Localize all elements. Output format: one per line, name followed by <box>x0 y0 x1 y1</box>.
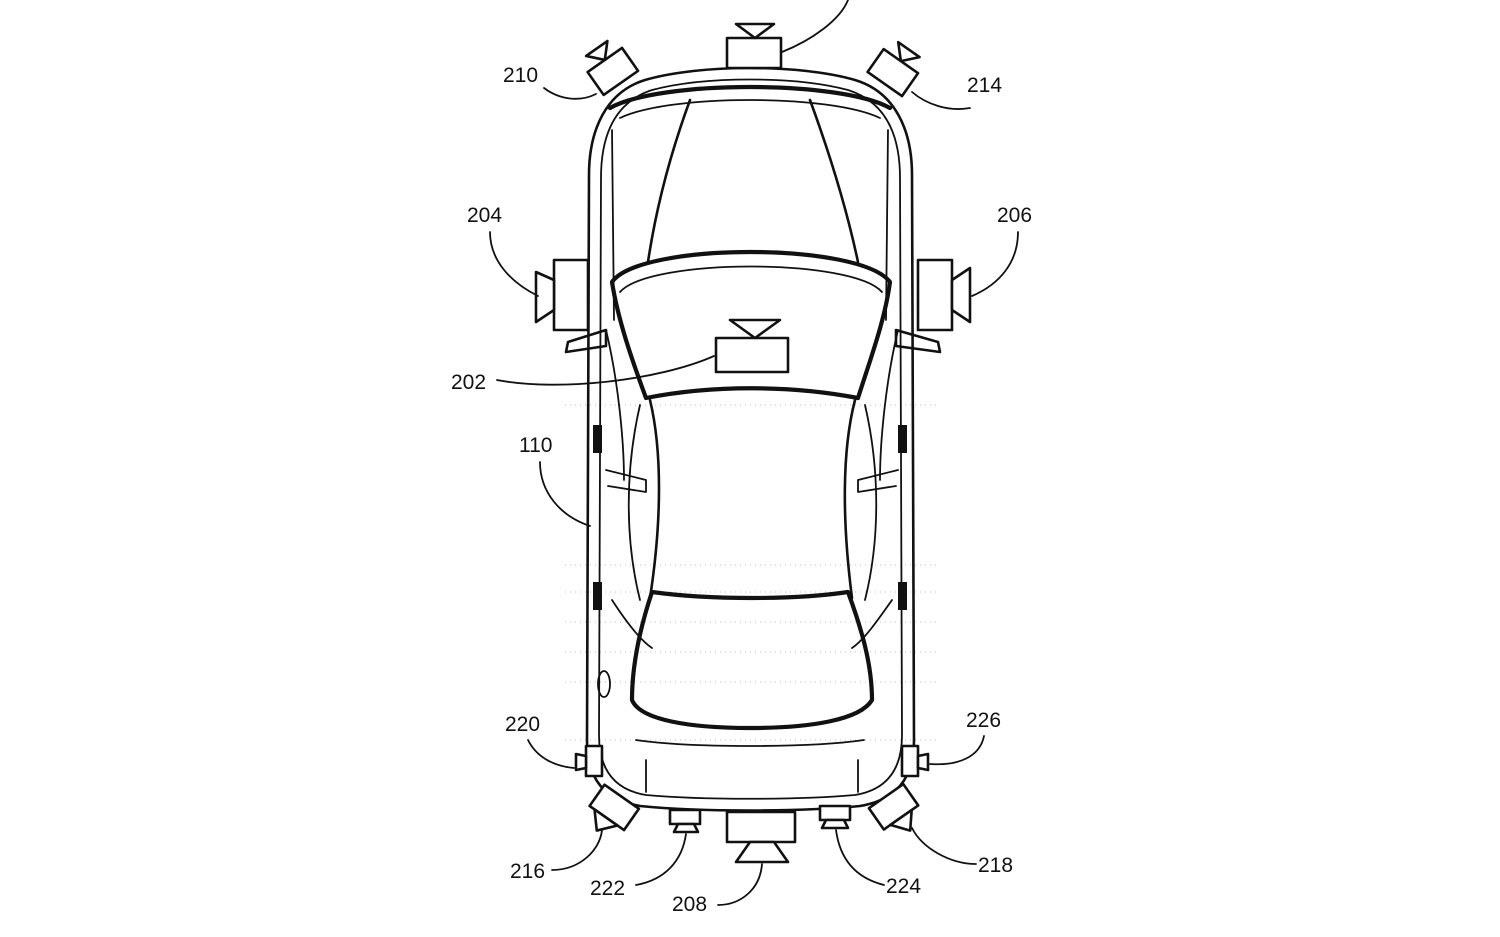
label-208: 208 <box>672 893 707 916</box>
label-110: 110 <box>519 434 552 457</box>
label-206: 206 <box>997 204 1032 227</box>
camera-front-left <box>584 39 640 97</box>
label-222: 222 <box>590 877 625 900</box>
camera-left-mirror <box>534 258 590 332</box>
scan-dots <box>565 404 940 741</box>
label-220: 220 <box>505 713 540 736</box>
camera-rear-center <box>725 810 797 864</box>
camera-rear-right <box>867 782 920 832</box>
label-226: 226 <box>966 709 1001 732</box>
camera-windshield <box>714 318 790 374</box>
reference-labels: 210 214 204 206 202 110 220 226 216 218 … <box>451 64 1032 916</box>
label-216: 216 <box>510 860 545 883</box>
camera-rear-left-side <box>574 744 604 778</box>
label-204: 204 <box>467 204 502 227</box>
label-224: 224 <box>886 875 921 898</box>
camera-rear-left-small <box>668 808 702 834</box>
label-202: 202 <box>451 371 486 394</box>
camera-rear-left <box>588 783 641 832</box>
label-218: 218 <box>978 854 1013 877</box>
label-214: 214 <box>967 74 1002 97</box>
camera-right-mirror <box>916 258 972 332</box>
camera-rear-right-small <box>818 804 852 830</box>
vehicle-body <box>564 66 942 812</box>
camera-front-right <box>866 40 921 98</box>
label-210: 210 <box>503 64 538 87</box>
camera-front-center <box>725 22 783 70</box>
camera-rear-right-side <box>900 744 930 778</box>
leader-lines <box>489 0 1019 906</box>
